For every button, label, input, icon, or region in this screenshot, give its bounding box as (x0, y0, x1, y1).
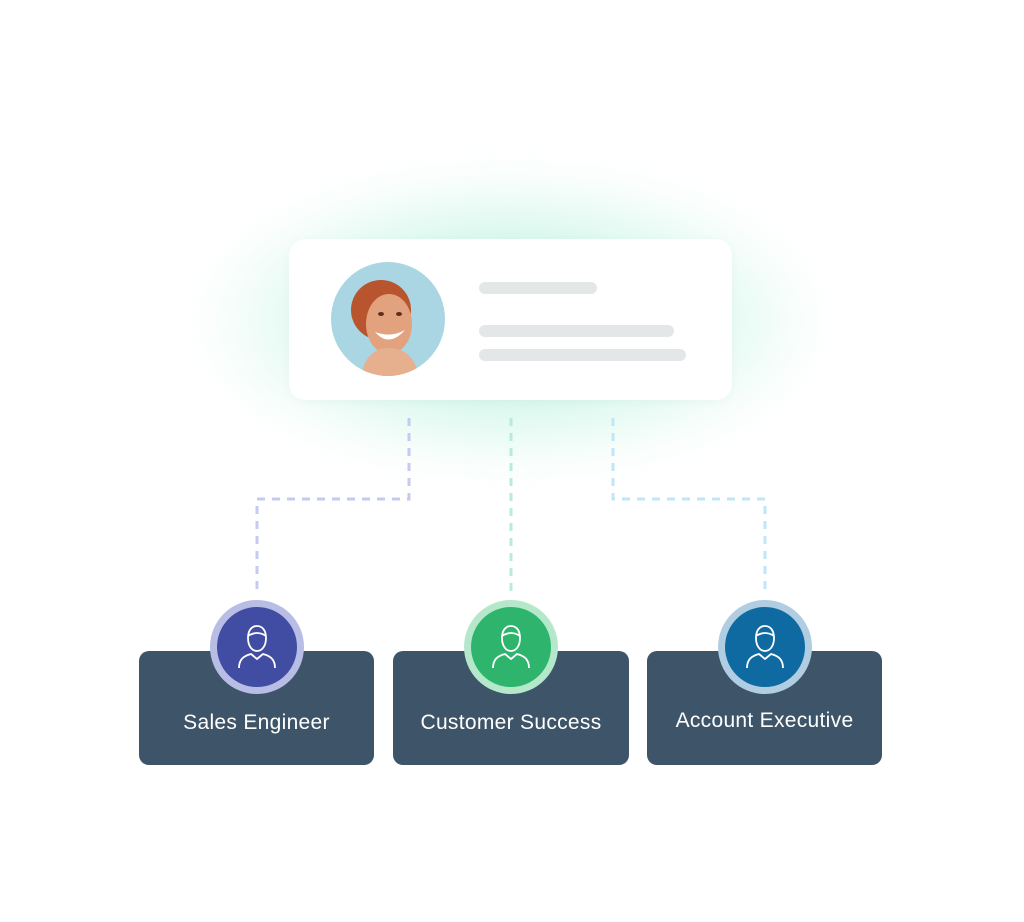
user-icon-circle (471, 607, 551, 687)
person-photo-icon (331, 262, 445, 376)
connector-account-executive (611, 418, 767, 592)
user-icon-circle (725, 607, 805, 687)
role-label: Account Executive (675, 709, 854, 732)
user-icon (238, 625, 276, 669)
placeholder-line-detail (479, 325, 674, 337)
role-label: Sales Engineer (183, 711, 330, 734)
user-icon (492, 625, 530, 669)
placeholder-line-detail (479, 349, 686, 361)
user-icon-circle (217, 607, 297, 687)
profile-card[interactable] (289, 239, 732, 400)
role-badge-customer-success (464, 600, 558, 694)
role-badge-account-executive (718, 600, 812, 694)
role-badge-sales-engineer (210, 600, 304, 694)
user-icon (746, 625, 784, 669)
role-label: Customer Success (420, 711, 602, 734)
connector-sales-engineer (255, 418, 411, 592)
avatar (331, 262, 445, 376)
placeholder-line-name (479, 282, 597, 294)
